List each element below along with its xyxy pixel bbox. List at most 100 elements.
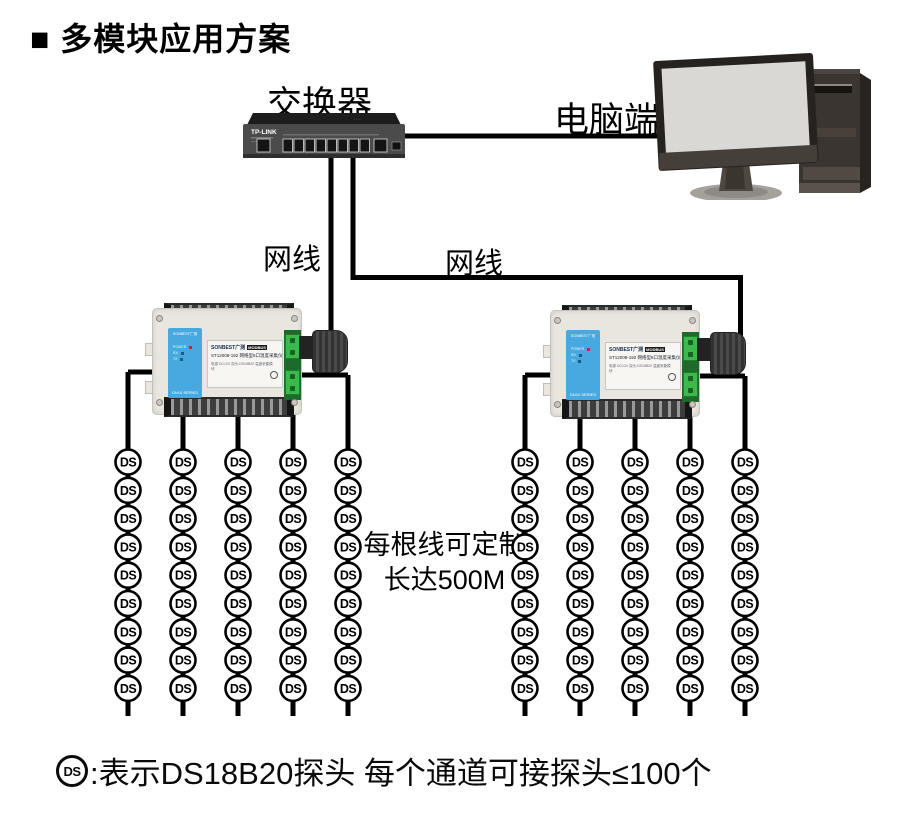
ds-probe-icon [114,476,142,505]
ds-probe-label: DS [340,456,357,470]
tower-drive-slot [807,86,852,93]
ds-probe-icon [676,504,704,533]
ds-probe-icon [731,561,759,590]
ds-probe-icon [334,448,362,476]
ds-probe-icon [676,589,704,618]
network-switch: ~~ TP-LINK [243,113,405,158]
ds-probe-label: DS [517,654,534,668]
ds-probe-label: DS [572,625,589,639]
ds-probe-icon [114,646,142,674]
ds-probe-icon [566,646,594,674]
rx-led [578,353,582,357]
green-connector [683,372,698,397]
ds-probe-icon [511,646,539,674]
switch-model-line [251,137,273,139]
ds-probe-icon [566,674,594,703]
wire-length-note: 每根线可定制 长达500M [352,528,537,598]
cable-gland [312,330,348,373]
ds-probe-icon [279,476,307,505]
ds-probe-label: DS [175,569,192,583]
ds-probe-label: DS [175,597,192,611]
ds-probe-label: DS [175,654,192,668]
ds-probe-icon [224,589,252,618]
cable-switch-to-right-module [350,157,743,342]
power-led [587,347,591,351]
green-terminal-board [682,332,699,402]
legend-text: :表示DS18B20探头 每个通道可接探头≤100个 [90,756,712,791]
computer [653,52,871,200]
switch-bottom-edge [243,154,405,158]
ds-probe-icon [224,476,252,505]
ds-probe-label: DS [737,456,754,470]
ds-probe-icon [676,646,704,674]
ds-probe-label: DS [737,484,754,498]
module-model: ST12008-192 网络型8口温度采集仪 [211,353,283,358]
ds-probe-label: DS [572,456,589,470]
ds-probe-label: DS [627,682,644,696]
ds-probe-icon [731,448,759,476]
screw [156,399,163,406]
ds-probe-icon [511,561,539,590]
ds-probe-icon [731,504,759,533]
ds-probe-icon [621,561,649,590]
screw [291,399,298,406]
ds-probe-label: DS [230,569,247,583]
ds-probe-label: DS [517,540,534,554]
ds-probe-label: DS [737,654,754,668]
ds-probe-icon [676,561,704,590]
ds-probe-label: DS [120,625,137,639]
green-connector [683,336,698,361]
ds-probe-icon [334,561,362,590]
ds-probe-label: DS [737,512,754,526]
ds-probe-icon [334,674,362,703]
ds-probe-icon [334,504,362,533]
screw [291,315,298,322]
module-blue-label: SONBEST广测 POWER RX TX DN10 SERIES [566,330,600,400]
ds-probe-icon [334,617,362,646]
tx-led [180,357,184,361]
ds-probe-label: DS [285,540,302,554]
ds-probe-icon [566,617,594,646]
module-series: DN10 SERIES [171,390,198,395]
ds-probe-icon [621,533,649,561]
ds-probe-icon [169,617,197,646]
green-connector [285,370,300,395]
ds-probe-icon [566,476,594,505]
mounting-tab [145,343,153,356]
ds-probe-icon [334,646,362,674]
ds-probe-label: DS [627,597,644,611]
ds-probe-icon [224,674,252,703]
ds-probe-icon [114,533,142,561]
ds-probe-label: DS [572,654,589,668]
ds-probe-icon [114,448,142,476]
ds-probe-label: DS [627,540,644,554]
ds-probe-label: DS [120,540,137,554]
monitor-chin [658,144,818,171]
ds-probe-icon [566,533,594,561]
ds-probe-icon [566,448,594,476]
ds-probe-label: DS [572,569,589,583]
wire-note-line1: 每根线可定制 [363,530,526,560]
mounting-tab [145,381,153,394]
ds-probe-label: DS [120,682,137,696]
ds-probe-label: DS [627,512,644,526]
ds-probe-icon [334,533,362,561]
ds-probe-icon [169,533,197,561]
switch-sfp-slot [391,141,402,151]
ds-probe-label: DS [230,484,247,498]
terminal-strip-bottom [562,399,692,419]
cable-label-left: 网线 [263,244,322,276]
ds-probe-icon [731,617,759,646]
ds-probe-label: DS [340,484,357,498]
ds-probe-icon [334,589,362,618]
ds-probe-icon [279,533,307,561]
switch-top-emboss: ~~ [353,117,361,124]
module-brand: SONBEST广测 [570,333,596,338]
module-brand: SONBEST广测 [172,331,198,336]
ds-probe-icon [676,476,704,505]
power-led [189,345,193,349]
ds-probe-icon [676,533,704,561]
module-leds: POWER RX TX [571,346,600,364]
